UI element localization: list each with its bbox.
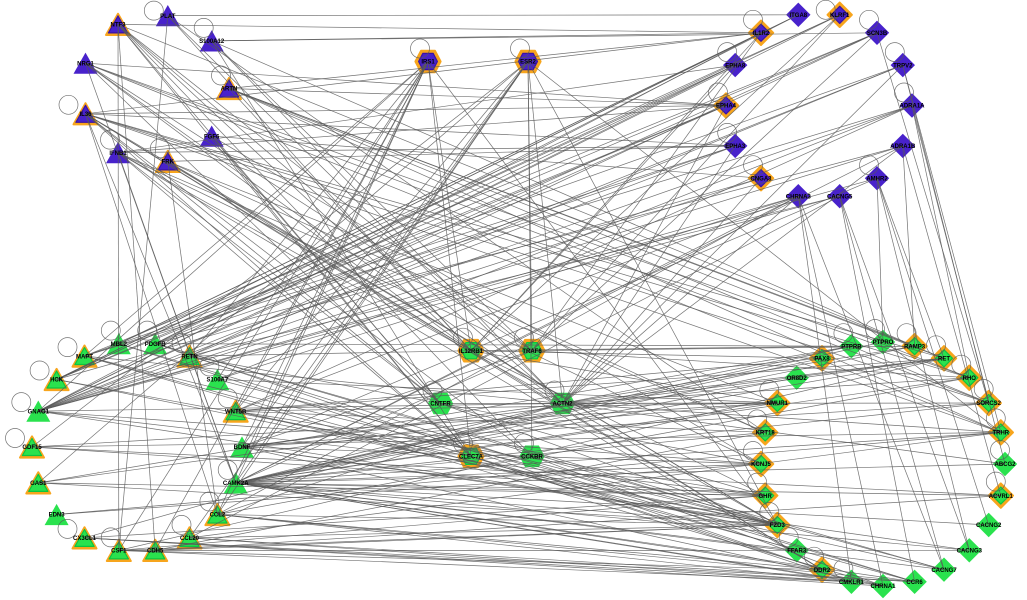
svg-text:CDH5: CDH5	[147, 549, 164, 555]
svg-text:RHO: RHO	[963, 376, 977, 382]
svg-text:ACVRL1: ACVRL1	[989, 494, 1014, 500]
svg-text:EDN3: EDN3	[49, 513, 66, 519]
svg-text:ESR2: ESR2	[520, 60, 536, 66]
svg-text:EPHA4: EPHA4	[716, 104, 737, 110]
svg-text:ACTN2: ACTN2	[552, 402, 573, 408]
svg-text:CACNG5: CACNG5	[827, 194, 853, 200]
svg-text:EPHA3: EPHA3	[725, 144, 746, 150]
svg-text:KCNJ5: KCNJ5	[751, 462, 771, 468]
svg-text:PTPRB: PTPRB	[841, 344, 862, 350]
svg-text:CNGA3: CNGA3	[750, 176, 772, 182]
svg-text:CACNG3: CACNG3	[957, 549, 983, 555]
svg-text:NTF3: NTF3	[111, 23, 127, 29]
svg-text:CCL20: CCL20	[180, 536, 200, 542]
svg-text:CACNG7: CACNG7	[931, 568, 957, 574]
svg-text:ADRA1A: ADRA1A	[899, 104, 925, 110]
svg-text:CMKLR1: CMKLR1	[839, 580, 865, 586]
svg-text:PAX8: PAX8	[814, 357, 830, 363]
svg-text:ARTN: ARTN	[221, 87, 238, 93]
svg-text:GDF15: GDF15	[22, 445, 42, 451]
svg-text:CAMK2A: CAMK2A	[223, 481, 249, 487]
svg-text:KRT18: KRT18	[756, 431, 776, 437]
svg-text:MBL2: MBL2	[111, 342, 128, 348]
svg-text:WNT5B: WNT5B	[225, 409, 247, 415]
svg-text:PLAT: PLAT	[160, 14, 176, 20]
svg-text:CACNG2: CACNG2	[976, 523, 1002, 529]
svg-text:IL1R2: IL1R2	[753, 31, 770, 37]
svg-text:MAPT: MAPT	[76, 354, 93, 360]
svg-text:RAMP3: RAMP3	[904, 344, 926, 350]
svg-text:CX3CL1: CX3CL1	[73, 536, 97, 542]
svg-text:DDR2: DDR2	[814, 568, 831, 574]
svg-text:NRG1: NRG1	[77, 61, 94, 67]
svg-text:RET: RET	[938, 357, 950, 363]
svg-text:IL36: IL36	[79, 112, 92, 118]
svg-text:FZD3: FZD3	[770, 523, 786, 529]
svg-text:PTPRO: PTPRO	[873, 340, 894, 346]
svg-text:CCKBR: CCKBR	[521, 455, 543, 461]
svg-text:FRK: FRK	[162, 160, 175, 166]
svg-text:CCL2: CCL2	[210, 513, 226, 519]
svg-text:ADRA1B: ADRA1B	[890, 144, 916, 150]
svg-text:FGF6: FGF6	[204, 134, 220, 140]
svg-text:IFNB1: IFNB1	[109, 151, 127, 157]
svg-text:KLRF1: KLRF1	[830, 13, 850, 19]
svg-text:SORCS2: SORCS2	[976, 401, 1001, 407]
svg-text:BDNF: BDNF	[234, 445, 251, 451]
svg-text:TRPV2: TRPV2	[893, 63, 913, 69]
svg-text:AMHR2: AMHR2	[866, 176, 888, 182]
svg-text:CSF1: CSF1	[111, 549, 127, 555]
svg-text:ABCG2: ABCG2	[994, 462, 1016, 468]
svg-text:OR8D2: OR8D2	[787, 376, 808, 382]
svg-text:CHRNA3: CHRNA3	[786, 194, 812, 200]
svg-text:CCR6: CCR6	[906, 580, 923, 586]
svg-text:ITGA8: ITGA8	[789, 13, 807, 19]
svg-text:RETN: RETN	[181, 354, 197, 360]
svg-text:S100A12: S100A12	[199, 39, 225, 45]
svg-text:TRAF6: TRAF6	[522, 349, 542, 355]
svg-text:S100A7: S100A7	[207, 378, 229, 384]
svg-text:IRS1: IRS1	[421, 60, 435, 66]
svg-text:GNAO1: GNAO1	[28, 409, 50, 415]
svg-text:CLEC7A: CLEC7A	[459, 455, 484, 461]
svg-text:FFAR3: FFAR3	[787, 549, 807, 555]
svg-text:IL12RB1: IL12RB1	[459, 349, 484, 355]
svg-text:TRHR: TRHR	[992, 431, 1009, 437]
svg-text:CHRNA1: CHRNA1	[870, 584, 896, 590]
svg-text:GHR: GHR	[759, 494, 773, 500]
svg-text:HCK: HCK	[50, 378, 64, 384]
svg-text:CNTFR: CNTFR	[430, 402, 451, 408]
svg-text:GAS1: GAS1	[30, 481, 47, 487]
svg-text:PDGFB: PDGFB	[145, 342, 167, 348]
svg-text:SCN3B: SCN3B	[867, 31, 888, 37]
svg-text:NMUR1: NMUR1	[767, 401, 789, 407]
svg-text:EPHA8: EPHA8	[725, 63, 746, 69]
